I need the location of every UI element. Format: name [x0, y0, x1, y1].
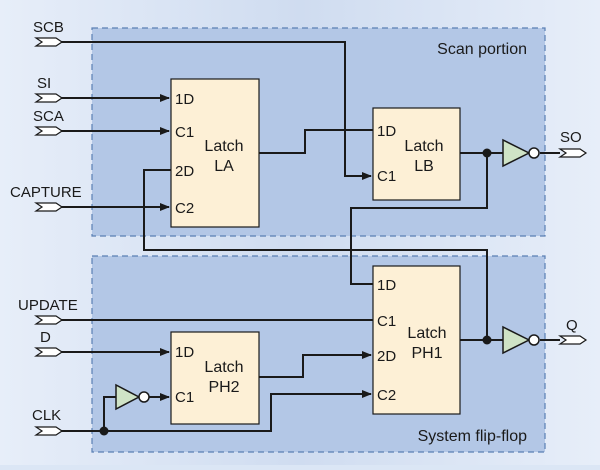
- port-so-shape: [558, 148, 588, 158]
- wire-la-to-lb: [259, 129, 373, 154]
- latch-ph1-pin-1d: 1D: [377, 277, 396, 294]
- output-q-label: Q: [566, 317, 578, 334]
- latch-lb-pin-c1: C1: [377, 168, 396, 185]
- latch-la-pin-1d: 1D: [175, 91, 194, 108]
- latch-ph2: 1D C1 Latch PH2: [170, 331, 260, 425]
- input-si-label: SI: [37, 75, 51, 92]
- output-so-label: SO: [560, 129, 582, 146]
- inverter-q-body: [502, 325, 531, 355]
- port-clk-shape: [34, 426, 64, 436]
- input-scb-label: SCB: [33, 19, 64, 36]
- inverter-so-body: [502, 138, 531, 168]
- latch-ph2-title: Latch: [204, 359, 243, 376]
- latch-la-pin-c2: C2: [175, 200, 194, 217]
- system-flipflop-label: System flip-flop: [418, 428, 527, 445]
- input-d-label: D: [40, 329, 51, 346]
- latch-ph1-pin-2d: 2D: [377, 348, 396, 365]
- wire-ph2-to-ph1: [259, 351, 372, 378]
- inverter-so: [502, 138, 540, 168]
- latch-lb-name: LB: [414, 158, 434, 175]
- latch-lb: 1D C1 Latch LB: [372, 107, 461, 201]
- latch-ph1-pin-c2: C2: [377, 387, 396, 404]
- latch-ph2-box: [170, 331, 260, 425]
- latch-la-title: Latch: [204, 138, 243, 155]
- port-capture-shape: [34, 202, 64, 212]
- latch-ph1-box: [372, 265, 461, 415]
- inverter-clk: [115, 383, 150, 411]
- output-ports: [558, 148, 588, 345]
- wire-q-feedback: [143, 169, 488, 340]
- latch-la-pin-c1: C1: [175, 124, 194, 141]
- latch-lb-pin-1d: 1D: [377, 123, 396, 140]
- wire-clk: [60, 390, 372, 432]
- latch-ph2-pin-1d: 1D: [175, 344, 194, 361]
- latch-ph1: 1D C1 2D C2 Latch PH1: [372, 265, 461, 415]
- inverter-clk-body: [115, 383, 141, 411]
- wire-clk-branch: [103, 396, 116, 431]
- latch-ph1-name: PH1: [411, 345, 442, 362]
- latch-ph1-title: Latch: [407, 325, 446, 342]
- input-clk-label: CLK: [32, 407, 61, 424]
- scan-portion-label: Scan portion: [437, 41, 527, 58]
- port-q-shape: [558, 335, 588, 345]
- inverter-q-bubble: [528, 334, 540, 346]
- latch-la-pin-2d: 2D: [175, 163, 194, 180]
- junction-lb-out: [482, 148, 492, 158]
- port-d-shape: [34, 347, 64, 357]
- wire-scb: [60, 41, 372, 180]
- input-ports: [34, 37, 64, 436]
- wires: [60, 41, 560, 432]
- port-scb-shape: [34, 37, 64, 47]
- port-sca-shape: [34, 126, 64, 136]
- inverter-clk-bubble: [138, 391, 150, 403]
- latch-ph2-pin-c1: C1: [175, 389, 194, 406]
- wire-lb-to-ph1: [350, 153, 488, 285]
- latch-lb-box: [372, 107, 461, 201]
- inverter-so-bubble: [528, 147, 540, 159]
- latch-la-name: LA: [214, 158, 234, 175]
- latch-ph1-pin-c1: C1: [377, 313, 396, 330]
- junction-clk: [99, 426, 109, 436]
- latch-la: 1D C1 2D C2 Latch LA: [170, 78, 260, 228]
- latch-lb-title: Latch: [404, 138, 443, 155]
- latch-ph2-name: PH2: [208, 379, 239, 396]
- input-capture-label: CAPTURE: [10, 184, 82, 201]
- input-sca-label: SCA: [33, 108, 64, 125]
- junction-ph1-out: [482, 335, 492, 345]
- port-si-shape: [34, 93, 64, 103]
- input-update-label: UPDATE: [18, 297, 78, 314]
- inverter-q: [502, 325, 540, 355]
- port-update-shape: [34, 315, 64, 325]
